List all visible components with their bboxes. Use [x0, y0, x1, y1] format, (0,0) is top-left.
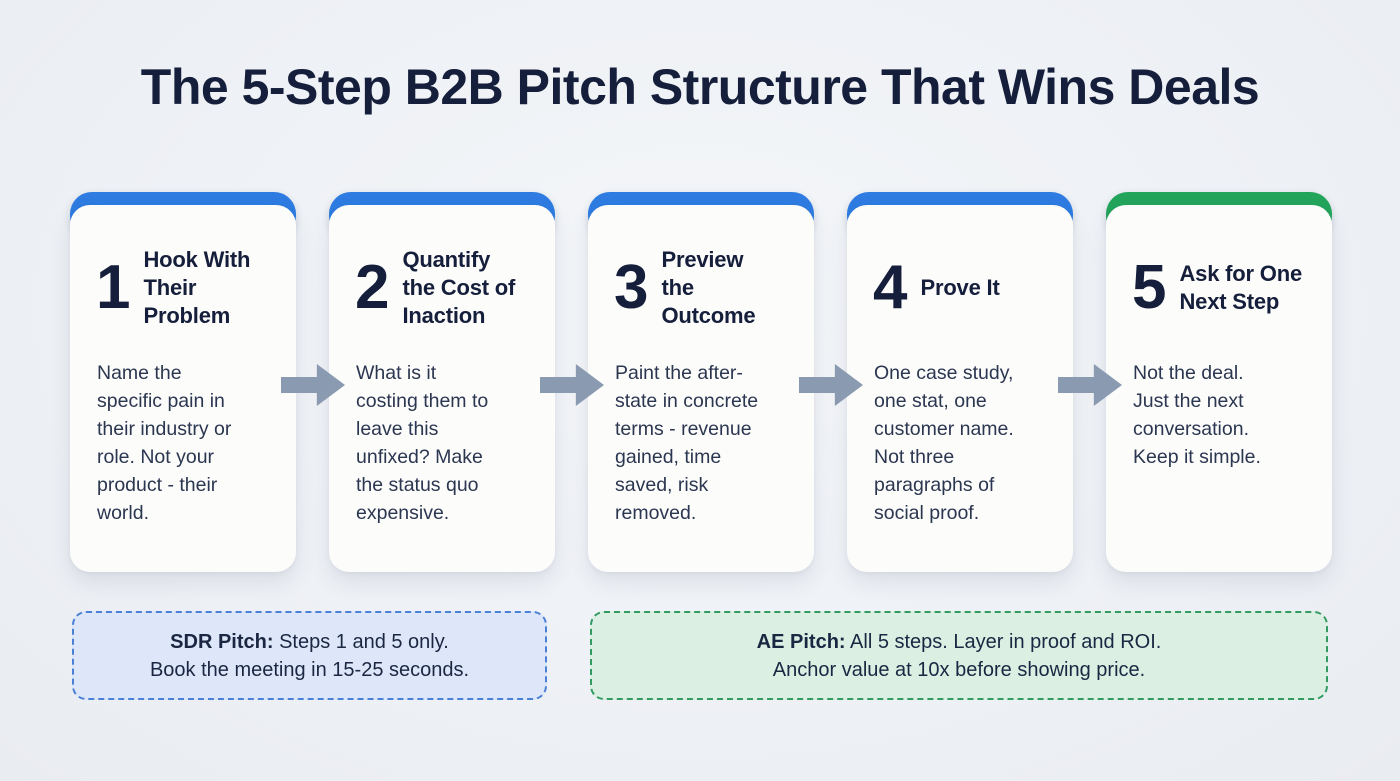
step-title: Quantify the Cost of Inaction	[402, 247, 516, 328]
step-panel: 5 Ask for One Next Step Not the deal. Ju…	[1106, 205, 1332, 572]
note-label: AE Pitch:	[756, 630, 846, 653]
step-panel: 4 Prove It One case study, one stat, one…	[847, 205, 1073, 572]
step-number: 3	[614, 253, 649, 322]
note-line-1: AE Pitch: All 5 steps. Layer in proof an…	[757, 628, 1162, 656]
step-description: One case study, one stat, one customer n…	[874, 362, 1014, 524]
step-description: Not the deal. Just the next conversation…	[1133, 362, 1261, 468]
step-card-3: 3 Preview the Outcome Paint the after- s…	[588, 192, 814, 572]
note-line-2: Book the meeting in 15-25 seconds.	[149, 658, 470, 681]
main-title: The 5-Step B2B Pitch Structure That Wins…	[140, 59, 1260, 115]
note-text: All 5 steps. Layer in proof and ROI.	[845, 630, 1162, 653]
step-number: 2	[355, 253, 390, 322]
step-card-4: 4 Prove It One case study, one stat, one…	[847, 192, 1073, 572]
step-description: What is it costing them to leave this un…	[356, 362, 489, 524]
step-panel: 3 Preview the Outcome Paint the after- s…	[588, 205, 814, 572]
note-line-2: Anchor value at 10x before showing price…	[772, 658, 1146, 681]
ae-pitch-note-box: AE Pitch: All 5 steps. Layer in proof an…	[590, 611, 1328, 700]
step-header: 3 Preview the Outcome	[614, 235, 798, 341]
note-label: SDR Pitch:	[170, 630, 274, 653]
sdr-pitch-note-box: SDR Pitch: Steps 1 and 5 only. Book the …	[72, 611, 547, 700]
step-description: Paint the after- state in concrete terms…	[615, 362, 759, 524]
step-title: Preview the Outcome	[661, 247, 756, 328]
step-title: Prove It	[920, 275, 1000, 300]
step-number: 5	[1132, 253, 1167, 322]
step-header: 5 Ask for One Next Step	[1132, 235, 1316, 341]
step-header: 4 Prove It	[873, 235, 1057, 341]
step-panel: 1 Hook With Their Problem Name the speci…	[70, 205, 296, 572]
step-panel: 2 Quantify the Cost of Inaction What is …	[329, 205, 555, 572]
step-title: Hook With Their Problem	[143, 247, 251, 328]
step-number: 1	[96, 253, 131, 322]
step-header: 2 Quantify the Cost of Inaction	[355, 235, 539, 341]
step-card-5: 5 Ask for One Next Step Not the deal. Ju…	[1106, 192, 1332, 572]
step-card-2: 2 Quantify the Cost of Inaction What is …	[329, 192, 555, 572]
step-title: Ask for One Next Step	[1179, 261, 1302, 314]
note-text: Steps 1 and 5 only.	[273, 630, 449, 653]
step-number: 4	[873, 253, 908, 322]
step-description: Name the specific pain in their industry…	[97, 362, 232, 524]
step-header: 1 Hook With Their Problem	[96, 235, 280, 341]
step-card-1: 1 Hook With Their Problem Name the speci…	[70, 192, 296, 572]
note-line-1: SDR Pitch: Steps 1 and 5 only.	[170, 628, 449, 656]
